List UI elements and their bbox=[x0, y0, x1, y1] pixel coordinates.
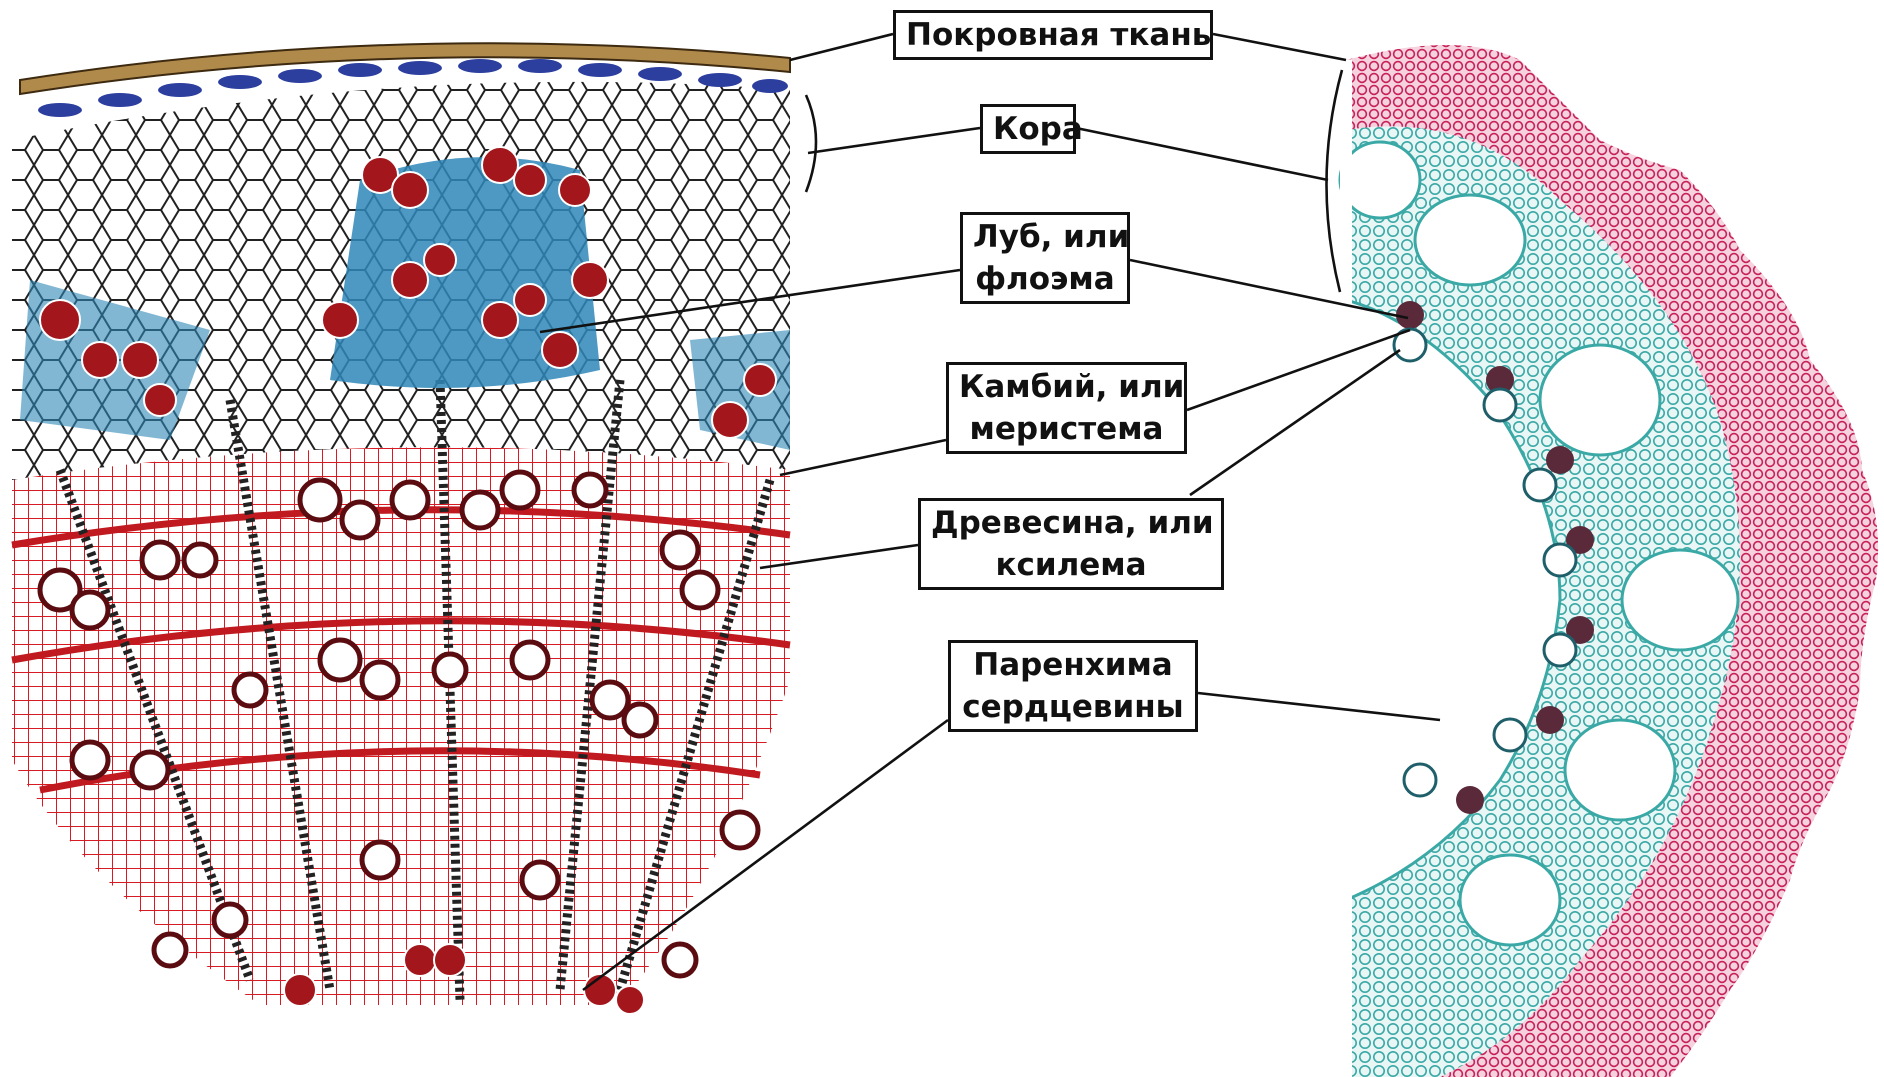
label-kora: Кора bbox=[980, 104, 1076, 154]
leader-pokrovnaya-left bbox=[790, 34, 893, 60]
bracket-kora-left bbox=[806, 95, 816, 192]
label-pokrovnaya-text: Покровная ткань bbox=[906, 14, 1200, 56]
label-parenhima-line1: Паренхима bbox=[961, 644, 1185, 686]
leader-kambiy-left bbox=[780, 440, 946, 475]
label-kora-text: Кора bbox=[993, 108, 1063, 150]
label-lub-line2: флоэма bbox=[973, 258, 1117, 300]
label-kambiy: Камбий, или меристема bbox=[946, 362, 1187, 454]
label-pokrovnaya-tkan: Покровная ткань bbox=[893, 10, 1213, 60]
leader-kora-left bbox=[808, 128, 980, 153]
label-parenhima: Паренхима сердцевины bbox=[948, 640, 1198, 732]
label-drevesina-line2: ксилема bbox=[931, 544, 1211, 586]
label-parenhima-line2: сердцевины bbox=[961, 686, 1185, 728]
leader-pokrovnaya-right bbox=[1213, 34, 1346, 60]
label-kambiy-line2: меристема bbox=[959, 408, 1174, 450]
label-lub: Луб, или флоэма bbox=[960, 212, 1130, 304]
label-drevesina-line1: Древесина, или bbox=[931, 502, 1211, 544]
label-drevesina: Древесина, или ксилема bbox=[918, 498, 1224, 590]
label-kambiy-line1: Камбий, или bbox=[959, 366, 1174, 408]
leader-kora-right bbox=[1076, 128, 1328, 180]
stem-micrograph bbox=[1340, 45, 1878, 1077]
label-lub-line1: Луб, или bbox=[973, 216, 1117, 258]
micrograph-edge-mask bbox=[1340, 60, 1352, 1077]
stem-sector-drawing bbox=[12, 43, 790, 1014]
